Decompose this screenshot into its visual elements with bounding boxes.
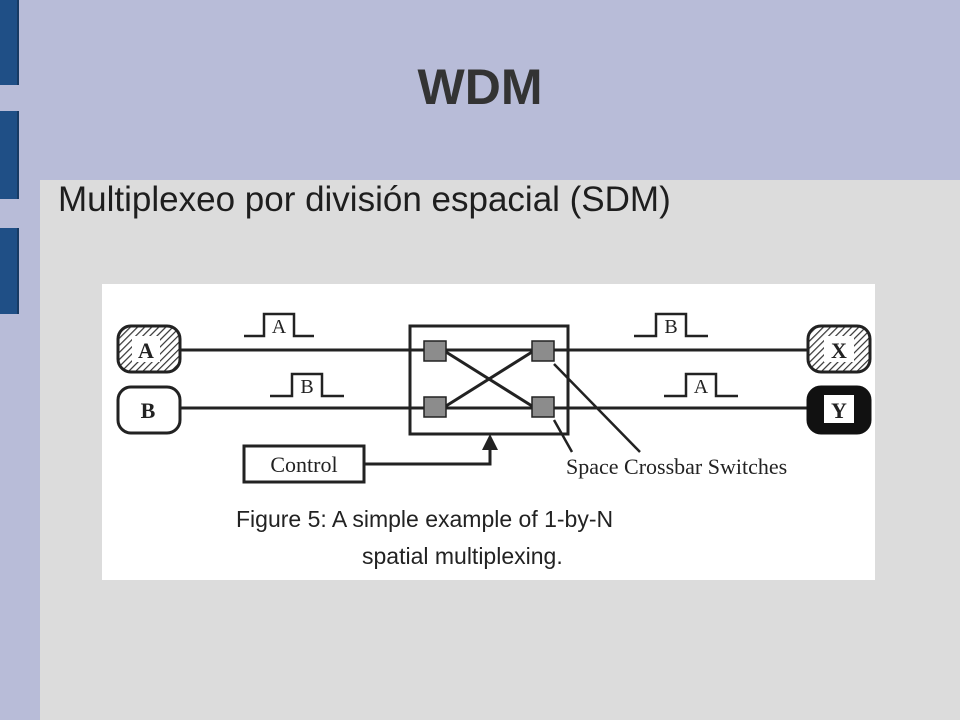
figure-caption-line1: Figure 5: A simple example of 1-by-N (236, 506, 613, 532)
input-label-a: A (138, 338, 154, 363)
slide-subtitle: Multiplexeo por división espacial (SDM) (58, 180, 671, 219)
slide-title: WDM (417, 59, 543, 115)
switch-element-top-right (531, 340, 555, 362)
control-box: Control (242, 444, 366, 484)
switch-element-top-left (423, 340, 447, 362)
accent-bar-top (0, 0, 19, 85)
output-node-y: Y (806, 385, 872, 435)
accent-bar-bottom (0, 228, 19, 314)
pulse-output-b-label: B (664, 316, 677, 338)
input-label-b: B (141, 398, 156, 423)
sdm-figure: A B X Y A B B (102, 284, 875, 580)
switch-pointer-top (553, 363, 641, 453)
pulse-output-a-label: A (694, 376, 709, 398)
switch-element-bottom-right (531, 396, 555, 418)
control-arrow-line (364, 442, 492, 466)
control-label: Control (270, 452, 337, 477)
input-node-a: A (116, 324, 182, 374)
control-arrow-head (482, 434, 498, 450)
pulse-output-b: B (634, 312, 708, 338)
output-node-x: X (806, 324, 872, 374)
pulse-input-b-label: B (300, 376, 313, 398)
output-label-x: X (831, 338, 847, 363)
pulse-input-a: A (244, 312, 314, 338)
switch-element-bottom-left (423, 396, 447, 418)
output-label-y: Y (831, 398, 847, 423)
accent-bar-middle (0, 111, 19, 199)
figure-caption-line2: spatial multiplexing. (362, 543, 563, 569)
switch-pointer-bottom (552, 419, 574, 453)
header-band (0, 0, 960, 180)
pulse-input-b: B (270, 372, 344, 398)
pulse-output-a: A (664, 372, 738, 398)
switch-label: Space Crossbar Switches (566, 454, 787, 479)
pulse-input-a-label: A (272, 316, 287, 338)
sdm-diagram: A B X Y A B B (116, 312, 872, 569)
crossbar-switch-box (408, 324, 570, 436)
input-node-b: B (116, 385, 182, 435)
